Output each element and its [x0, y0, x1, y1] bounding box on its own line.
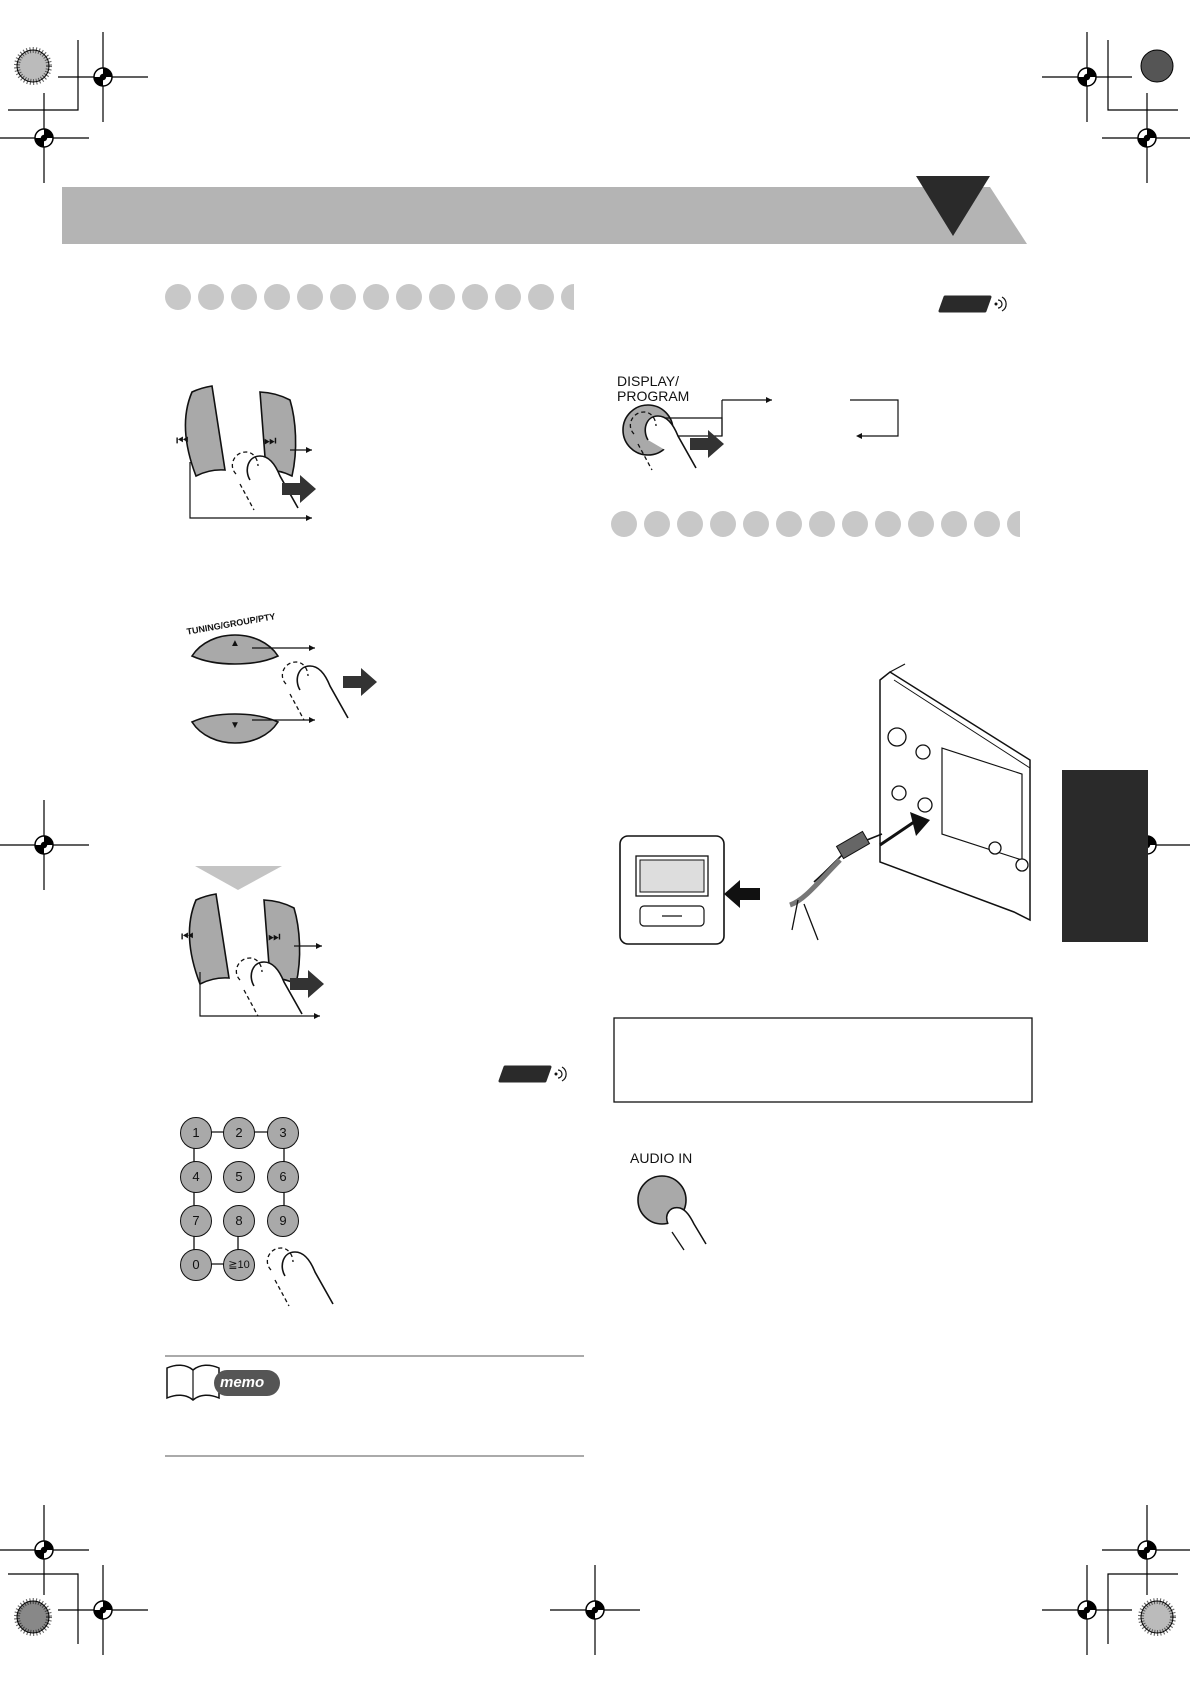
- memo-badge: [214, 1370, 280, 1396]
- book-icon: [166, 1364, 220, 1401]
- up-icon: ▲: [230, 638, 240, 649]
- numpad-key[interactable]: 7: [180, 1205, 212, 1237]
- numpad-key[interactable]: 2: [223, 1117, 255, 1149]
- finger-press-icon: [266, 1247, 334, 1307]
- numpad-key[interactable]: 0: [180, 1249, 212, 1281]
- section-divider-dots-left: [165, 284, 574, 310]
- color-bar-swatches: [14, 47, 1176, 1636]
- skip-buttons-diagram-2: [188, 893, 324, 1019]
- previous-icon: ⏮: [176, 432, 189, 448]
- previous-icon: ⏮: [181, 928, 194, 944]
- down-icon: ▼: [230, 720, 240, 731]
- numpad-key[interactable]: 3: [267, 1117, 299, 1149]
- numpad-key[interactable]: 1: [180, 1117, 212, 1149]
- audio-in-diagram: [637, 1175, 707, 1251]
- next-icon: ⏭: [268, 928, 281, 944]
- numpad-key[interactable]: 9: [267, 1205, 299, 1237]
- down-arrow-icon: [195, 866, 282, 890]
- numpad-key[interactable]: 4: [180, 1161, 212, 1193]
- display-program-diagram: [622, 397, 899, 471]
- audio-in-label: AUDIO IN: [630, 1150, 693, 1166]
- skip-buttons-diagram-1: [184, 385, 316, 521]
- numpad-key[interactable]: ≧10: [223, 1249, 255, 1281]
- note-box: [613, 1017, 1033, 1103]
- side-tab: [1062, 770, 1148, 942]
- numpad-key[interactable]: 6: [267, 1161, 299, 1193]
- crop-marks: [8, 40, 1178, 1644]
- remote-control-icon: [938, 295, 1007, 313]
- display-program-label: DISPLAY/ PROGRAM: [617, 373, 690, 404]
- tuning-buttons-diagram: [190, 634, 377, 744]
- header-band: [62, 176, 1027, 244]
- audio-connection-diagram: [619, 663, 1031, 945]
- section-divider-dots-right: [611, 511, 1020, 537]
- memo-label: memo: [220, 1374, 265, 1391]
- remote-control-icon: [498, 1065, 567, 1083]
- numpad-key[interactable]: 5: [223, 1161, 255, 1193]
- numpad-key[interactable]: 8: [223, 1205, 255, 1237]
- next-icon: ⏭: [264, 432, 277, 448]
- numpad-connectors: [193, 1131, 285, 1265]
